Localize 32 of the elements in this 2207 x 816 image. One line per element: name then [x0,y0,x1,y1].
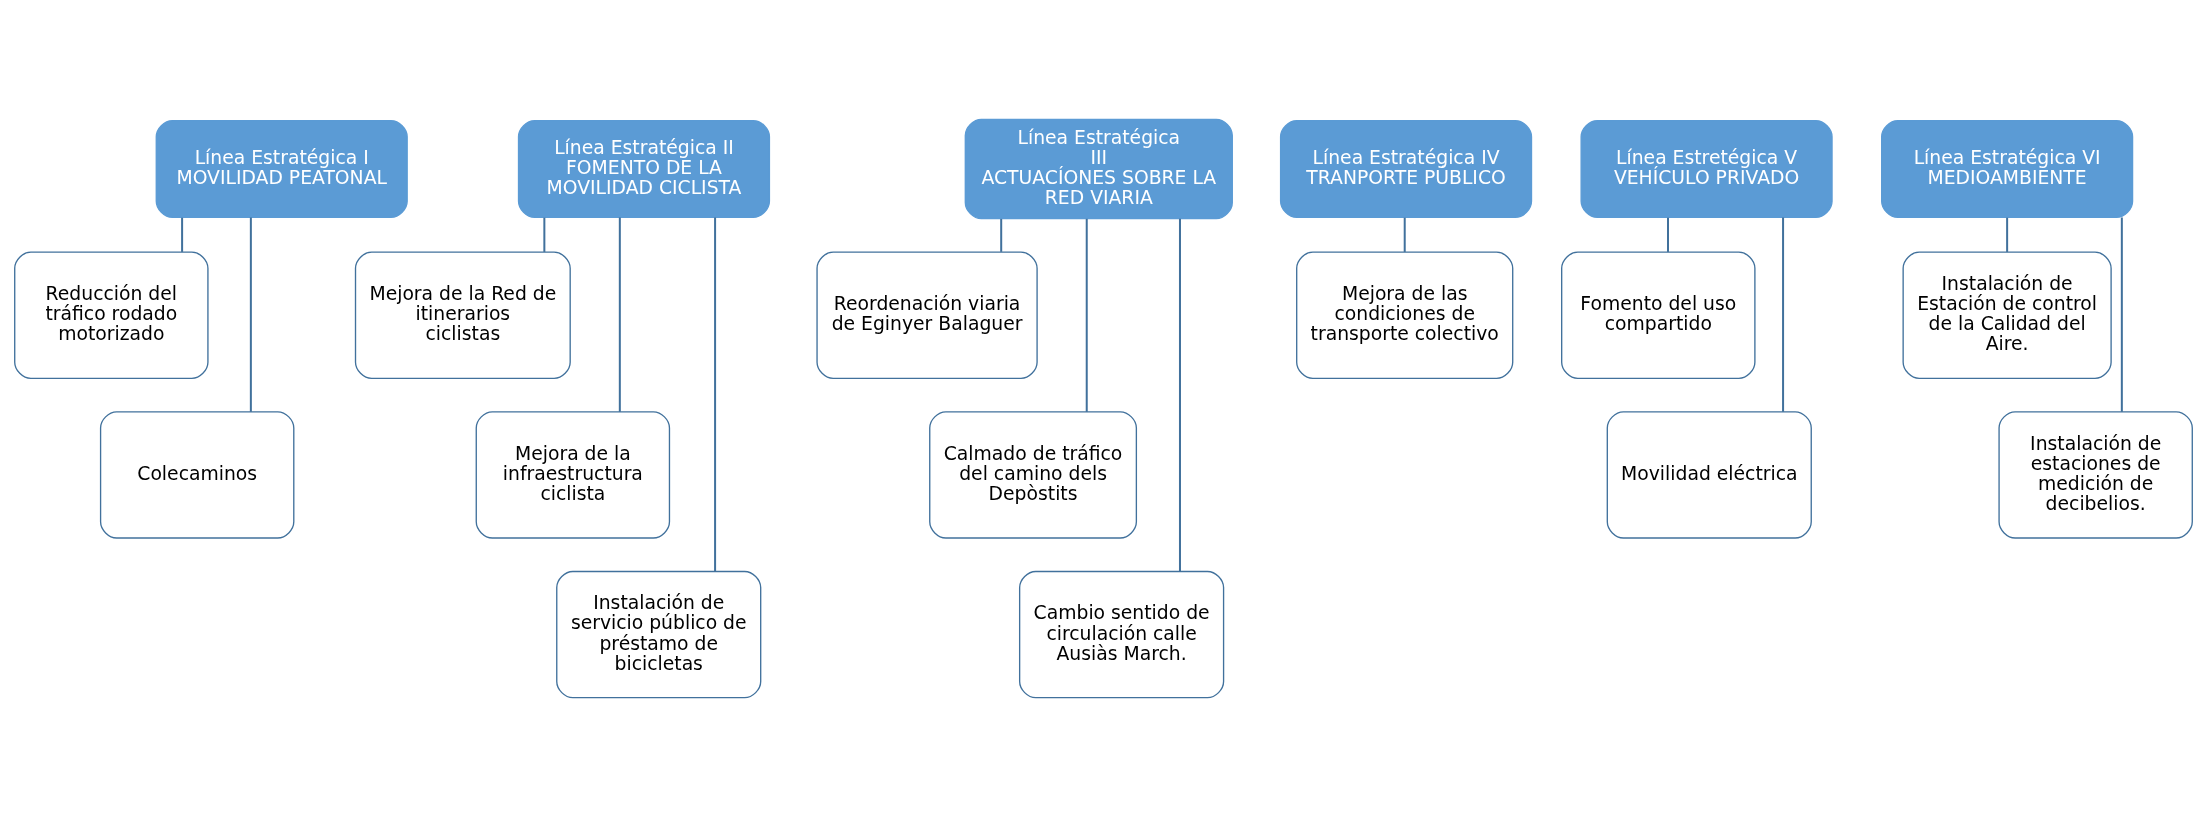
connector [618,217,621,412]
connector [181,217,184,252]
connector [1178,218,1181,571]
node-box: Línea Estratégica II FOMENTO DE LA MOVILIDAD CICLISTA [517,119,771,218]
node-box: Línea Estratégica III ACTUACÍONES SOBRE LA RED VIARIA [964,118,1233,219]
node-box: Reordenación viaria de Eginyer Balaguer [816,251,1038,379]
connector [714,217,717,571]
node-box: Calmado de tráfico del camino dels Depòstits [929,410,1138,539]
connector [1085,218,1088,412]
node-box: Línea Estretégica V VEHÍCULO PRIVADO [1580,119,1833,218]
connector [2006,217,2009,252]
connector [1000,218,1003,252]
node-box: Mejora de las condiciones de transporte colectivo [1296,251,1514,379]
connector [1782,217,1785,412]
connector [1403,217,1406,252]
connector [2120,217,2123,412]
node-box: Mejora de la Red de itinerarios ciclistas [354,251,571,379]
connector [543,217,546,252]
node-box: Instalación de Estación de control de la Calidad del Aire. [1902,251,2112,379]
node-box: Fomento del uso compartido [1561,251,1756,379]
node-box: Línea Estratégica IV TRANPORTE PÚBLICO [1279,119,1533,218]
node-box: Línea Estratégica VI MEDIOAMBIENTE [1881,119,2134,218]
node-box: Instalación de estaciones de medición de decibelios. [1998,410,2193,539]
connector [1667,217,1669,252]
node-box: Reducción del tráfico rodado motorizado [14,251,209,379]
node-box: Línea Estratégica I MOVILIDAD PEATONAL [155,119,408,218]
node-box: Instalación de servicio público de préstamo de bicicletas [556,570,762,698]
node-box: Colecaminos [99,410,295,539]
node-box: Movilidad eléctrica [1606,410,1812,539]
node-box: Mejora de la infraestructura ciclista [475,410,671,539]
node-box: Cambio sentido de circulación calle Ausiàs March. [1018,570,1225,698]
connector [249,217,252,412]
